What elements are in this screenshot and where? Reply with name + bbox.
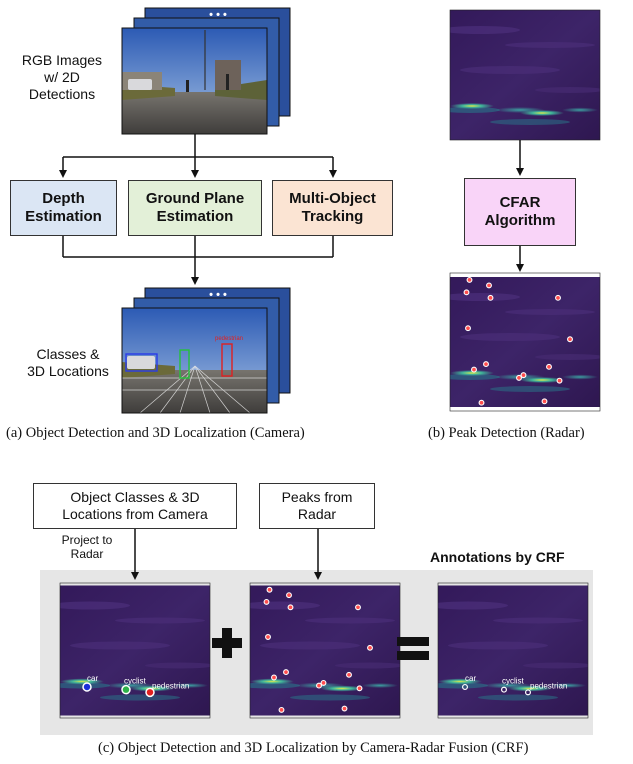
classes-3d-locations-label: Classes & 3D Locations: [27, 346, 109, 379]
plus-operator: [212, 628, 242, 658]
object-label-cyclist: cyclist: [502, 677, 525, 686]
radar-peak-marker: [546, 363, 552, 370]
camera-branch-arrows: [59, 134, 337, 285]
ground-plane-estimation-label: Ground Plane Estimation: [145, 190, 245, 225]
radar-peak-marker: [341, 705, 348, 712]
object-marker-cyclist: [121, 684, 131, 695]
radar-peak-marker: [367, 644, 373, 651]
camera-output-stack: [121, 287, 291, 414]
radar-peak-marker: [465, 325, 471, 332]
object-marker-pedestrian: [145, 687, 155, 698]
radar-peak-marker: [271, 674, 277, 681]
radar-peak-marker: [520, 372, 527, 379]
object-marker-pedestrian: [524, 689, 531, 696]
radar-map-input: [449, 9, 601, 141]
radar-peak-marker: [556, 377, 563, 384]
camera-input-stack: [121, 7, 291, 135]
annotations-by-crf-title: Annotations by CRF: [430, 549, 565, 565]
radar-peak-marker: [471, 366, 477, 373]
radar-peak-marker: [486, 282, 492, 289]
caption-a: (a) Object Detection and 3D Localization…: [6, 425, 305, 441]
object-label-pedestrian: pedestrian: [152, 681, 189, 690]
multi-object-tracking-label: Multi-Object Tracking: [289, 190, 376, 225]
radar-peak-marker: [286, 592, 292, 599]
object-marker-car: [462, 683, 469, 690]
radar-peak-marker: [316, 682, 322, 689]
radar-peak-marker: [463, 289, 470, 296]
object-marker-car: [82, 682, 92, 692]
rgb-images-label: RGB Images w/ 2D Detections: [21, 52, 103, 102]
equals-operator: [397, 637, 429, 660]
fusion-map-annotations: car cyclist pedestrian: [437, 582, 589, 719]
radar-peak-marker: [555, 294, 561, 301]
radar-peak-marker: [466, 276, 473, 283]
cfar-algorithm-label: CFAR Algorithm: [484, 194, 556, 229]
stack-dots-output: • • •: [209, 289, 227, 301]
object-marker-cyclist: [501, 686, 508, 693]
radar-peak-marker: [356, 685, 363, 692]
object-label-cyclist: cyclist: [124, 677, 147, 686]
fusion-map-camera: car cyclist pedestrian: [59, 582, 211, 719]
camera-results-box: Object Classes & 3D Locations from Camer…: [33, 483, 237, 529]
project-to-radar-label: Project to Radar: [61, 533, 113, 561]
object-label-car: car: [465, 674, 476, 683]
ground-plane-estimation-step: Ground Plane Estimation: [128, 180, 262, 236]
depth-estimation-step: Depth Estimation: [10, 180, 117, 236]
fusion-arrows: [131, 520, 322, 580]
caption-c: (c) Object Detection and 3D Localization…: [98, 740, 529, 756]
depth-estimation-label: Depth Estimation: [25, 190, 102, 225]
pedestrian-detection-tag: pedestrian: [214, 336, 244, 342]
radar-peak-marker: [283, 669, 289, 676]
stack-dots: • • •: [209, 9, 227, 21]
radar-peak-marker: [346, 671, 352, 678]
caption-b: (b) Peak Detection (Radar): [428, 425, 585, 441]
object-label-car: car: [87, 674, 98, 683]
radar-peak-marker: [487, 294, 494, 301]
radar-peak-marker: [355, 604, 361, 611]
radar-peak-marker: [320, 679, 327, 686]
radar-peak-marker: [567, 336, 573, 343]
radar-peak-marker: [541, 398, 548, 405]
fusion-map-radar: [249, 582, 401, 719]
radar-peak-marker: [516, 374, 522, 381]
radar-map-peaks: [449, 272, 601, 412]
radar-peaks-box: Peaks from Radar: [259, 483, 375, 529]
radar-peak-marker: [263, 598, 270, 605]
radar-peak-marker: [287, 604, 294, 611]
object-label-pedestrian: pedestrian: [530, 681, 567, 690]
multi-object-tracking-step: Multi-Object Tracking: [272, 180, 393, 236]
radar-peak-marker: [278, 706, 285, 713]
radar-peak-marker: [478, 399, 485, 406]
radar-peak-marker: [265, 634, 271, 640]
radar-peak-marker: [483, 361, 489, 368]
cfar-algorithm-step: CFAR Algorithm: [464, 178, 576, 246]
radar-peak-marker: [266, 586, 273, 593]
